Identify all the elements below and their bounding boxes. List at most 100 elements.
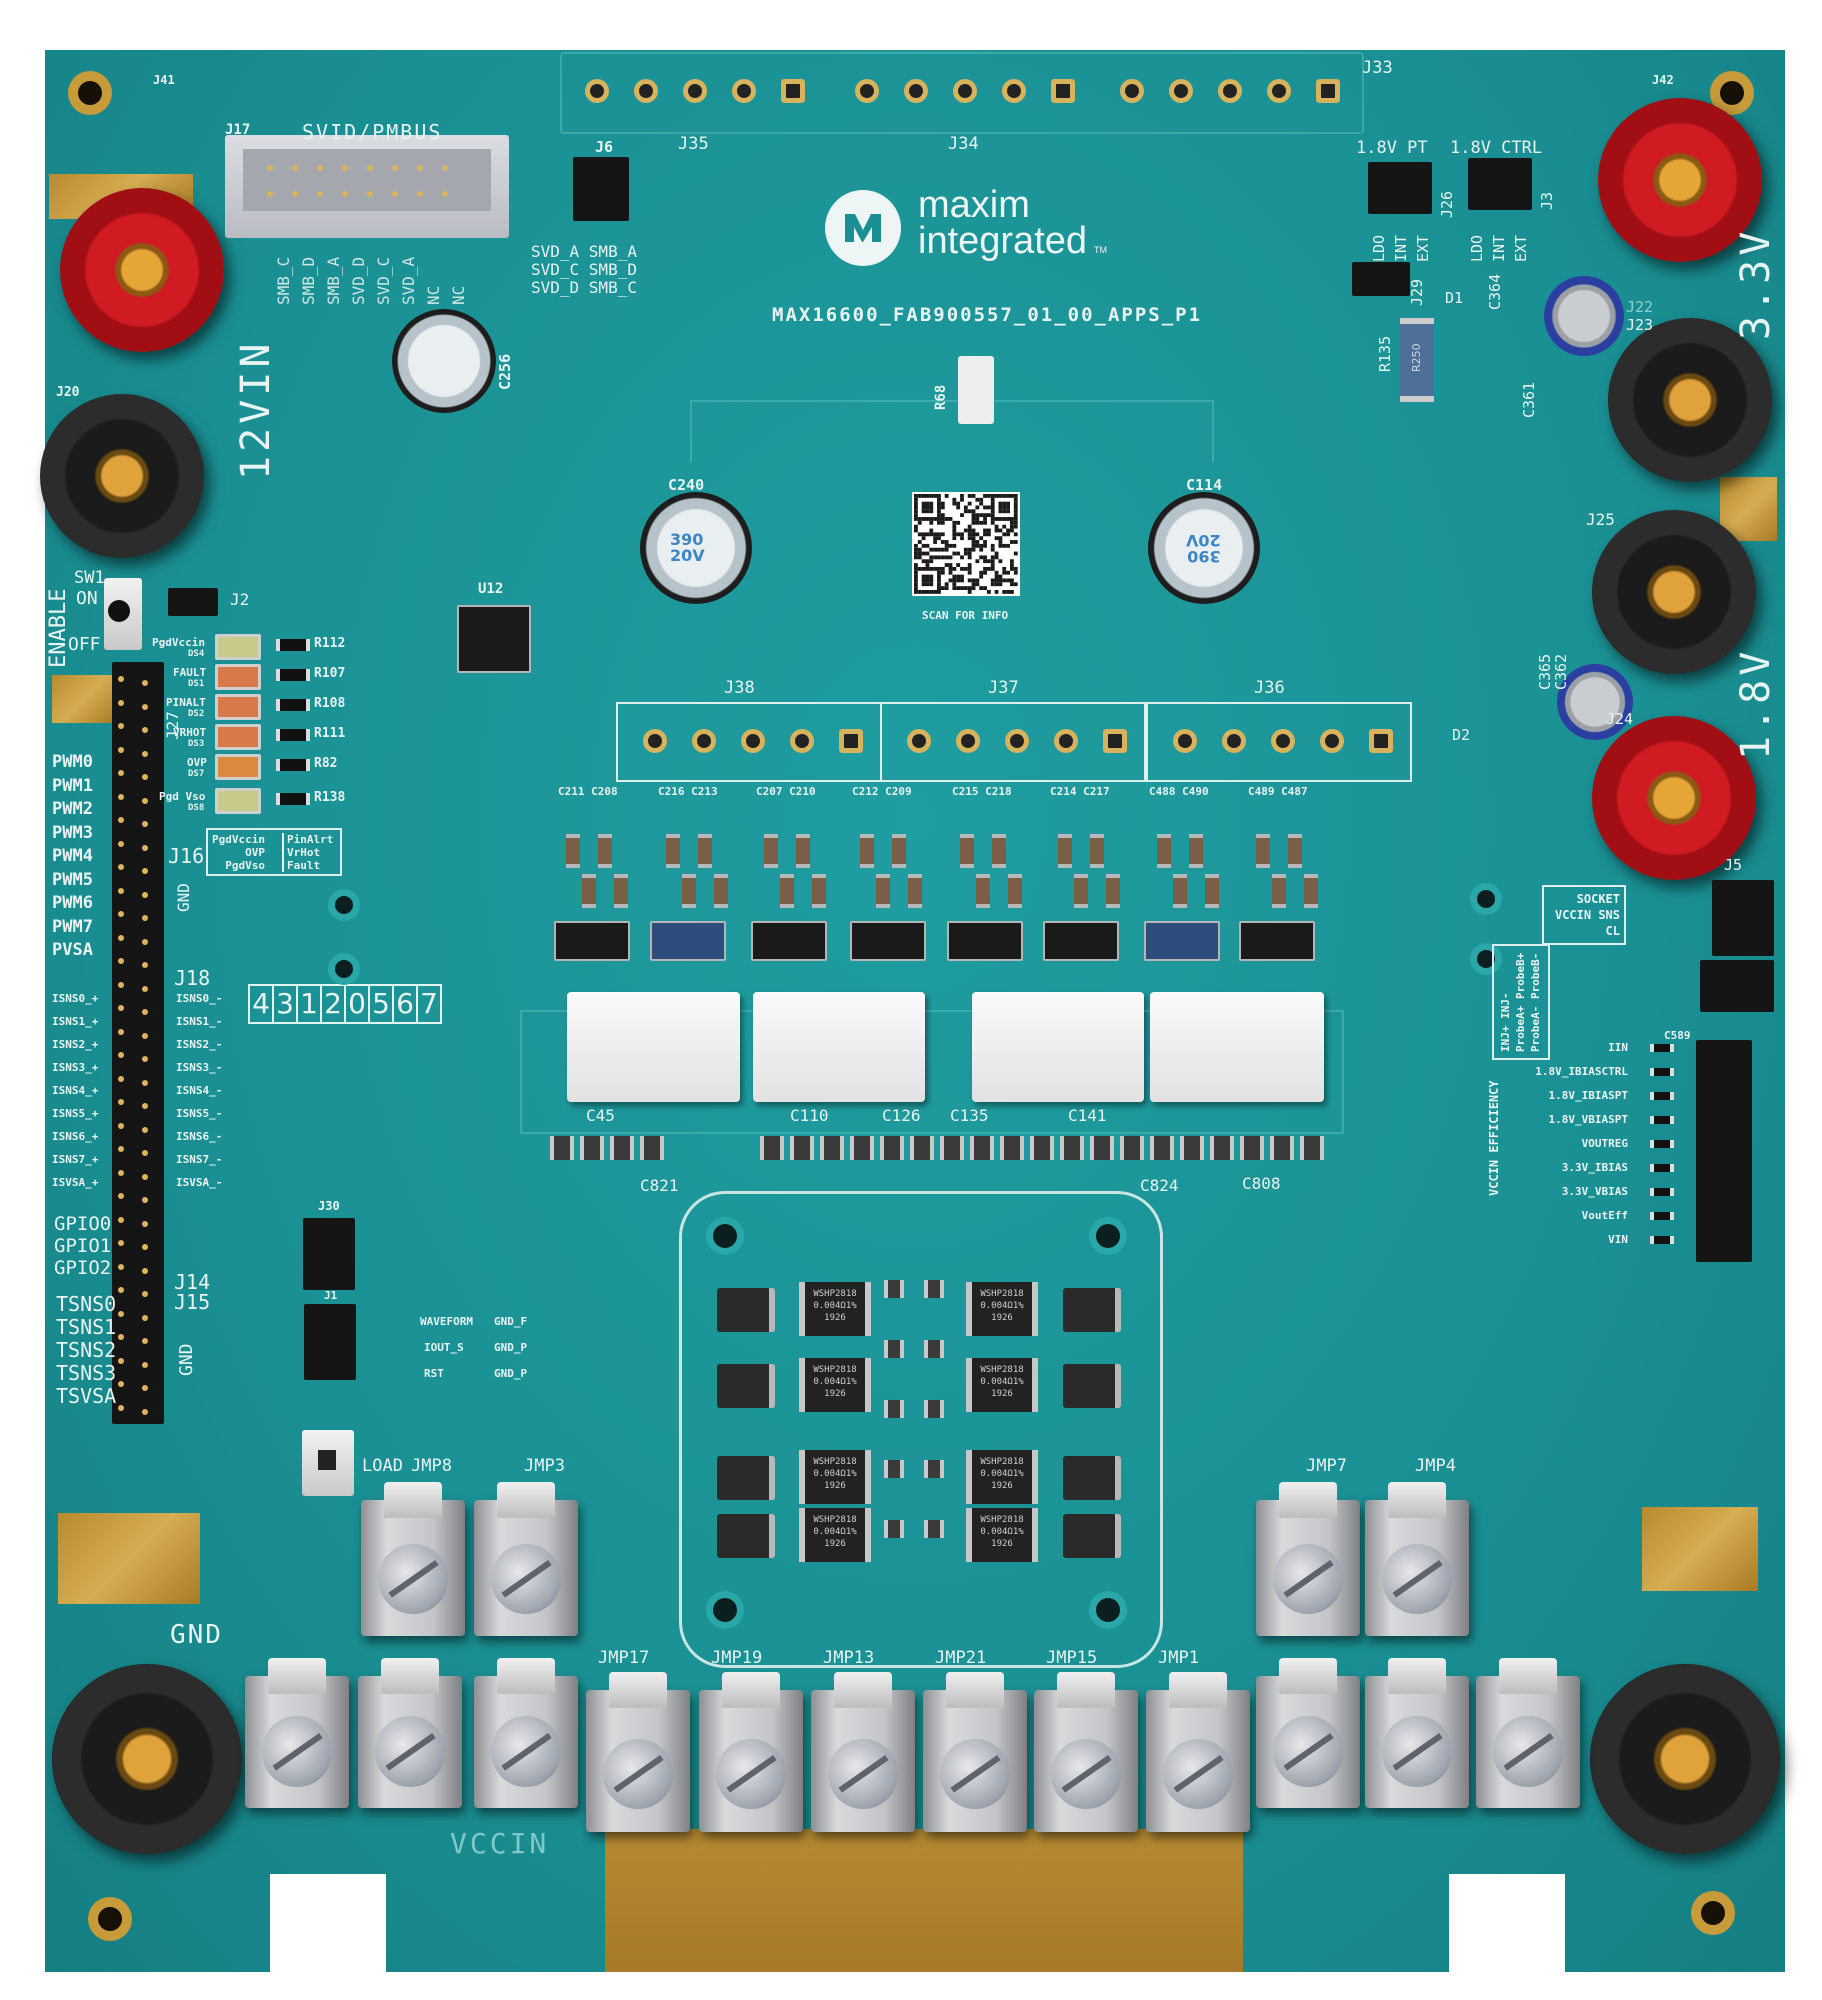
qr-module	[963, 547, 968, 552]
svid-pin	[292, 191, 298, 197]
qr-module	[967, 494, 972, 498]
header-pin	[142, 985, 148, 992]
jumper-label[interactable]: JMP4	[1415, 1456, 1456, 1476]
jumper-label[interactable]: JMP15	[1046, 1648, 1098, 1668]
sw1-label: SW1	[74, 568, 105, 588]
input-capacitor	[1189, 834, 1203, 868]
binding-post-3v3-red[interactable]	[1598, 98, 1762, 262]
terminal-block[interactable]	[358, 1658, 462, 1808]
jumper-label[interactable]: JMP13	[823, 1648, 875, 1668]
binding-post-gnd-right[interactable]	[1590, 1664, 1780, 1854]
jumper-label[interactable]: JMP21	[935, 1648, 987, 1668]
qr-module	[998, 517, 1003, 521]
screw-icon[interactable]	[1381, 1716, 1453, 1787]
shunt-marking: WSHP2818	[980, 1457, 1024, 1467]
input-capacitor	[698, 834, 712, 868]
via-hole	[1096, 1224, 1120, 1248]
jumper-label[interactable]: JMP7	[1306, 1456, 1347, 1476]
cap-group-label: C488 C490	[1149, 785, 1209, 798]
terminal-block[interactable]	[474, 1658, 578, 1808]
j3-label: J3	[1538, 191, 1556, 210]
terminal-block[interactable]	[586, 1672, 690, 1832]
binding-post-1v8-red[interactable]	[1592, 716, 1756, 880]
load-switch[interactable]	[302, 1430, 354, 1496]
j26-jumper[interactable]	[1368, 162, 1432, 214]
binding-post-3v3-black[interactable]	[1608, 318, 1772, 482]
screw-icon[interactable]	[1050, 1738, 1122, 1810]
qr-module	[929, 528, 934, 533]
j2-header[interactable]	[168, 588, 218, 616]
c364-label: C364	[1486, 273, 1504, 310]
enable-switch-sw1[interactable]	[104, 578, 142, 650]
shunt-marking: WSHP2818	[813, 1365, 857, 1375]
qr-module	[990, 513, 995, 518]
jumper-label[interactable]: JMP17	[598, 1648, 650, 1668]
screw-icon[interactable]	[715, 1738, 787, 1810]
screw-icon[interactable]	[602, 1738, 674, 1810]
screw-icon[interactable]	[1272, 1543, 1344, 1615]
screw-icon[interactable]	[377, 1543, 449, 1615]
binding-post-gnd-left[interactable]	[52, 1664, 242, 1854]
terminal-block[interactable]	[1034, 1672, 1138, 1832]
connector-pin	[648, 734, 662, 748]
led-signal-label: PgdVccin	[152, 636, 205, 649]
qr-module	[925, 494, 930, 498]
screw-icon[interactable]	[827, 1738, 899, 1810]
screw-slot	[726, 1755, 776, 1793]
screw-icon[interactable]	[1492, 1716, 1564, 1787]
terminal-block[interactable]	[1146, 1672, 1250, 1832]
connector-pin	[639, 84, 653, 98]
qr-module	[986, 559, 991, 564]
screw-icon[interactable]	[261, 1716, 333, 1787]
binding-post-12vin-red[interactable]	[60, 188, 224, 352]
j6-header[interactable]	[573, 157, 629, 221]
j12-header[interactable]	[1700, 960, 1774, 1012]
qr-module	[929, 509, 934, 514]
j3-jumper[interactable]	[1468, 158, 1532, 210]
jumper-label[interactable]: JMP19	[711, 1648, 763, 1668]
terminal-block[interactable]	[1365, 1482, 1469, 1636]
terminal-block[interactable]	[1365, 1658, 1469, 1808]
shunt-marking: 1926	[824, 1389, 846, 1399]
jumper-label[interactable]: JMP8	[411, 1456, 452, 1476]
screw-icon[interactable]	[1381, 1543, 1453, 1615]
capacitor-c362	[1557, 664, 1633, 740]
terminal-block[interactable]	[474, 1482, 578, 1636]
efficiency-header[interactable]	[1696, 1040, 1752, 1262]
gnd-p-label-2: GND_P	[494, 1367, 528, 1380]
terminal-block[interactable]	[361, 1482, 465, 1636]
qr-module	[983, 513, 987, 518]
sense-passive	[924, 1340, 944, 1358]
terminal-block[interactable]	[1256, 1482, 1360, 1636]
j1-header[interactable]	[304, 1304, 356, 1380]
binding-post-1v8-black[interactable]	[1592, 510, 1756, 674]
qr-module	[1013, 540, 1018, 544]
terminal-block[interactable]	[245, 1658, 349, 1808]
jumper-label[interactable]: JMP3	[524, 1456, 565, 1476]
j5-header[interactable]	[1712, 880, 1774, 956]
terminal-block[interactable]	[923, 1672, 1027, 1832]
screw-icon[interactable]	[374, 1716, 446, 1787]
terminal-block[interactable]	[1256, 1658, 1360, 1808]
qr-module	[948, 517, 953, 521]
qr-module	[914, 509, 918, 514]
terminal-block[interactable]	[811, 1672, 915, 1832]
qr-module	[929, 547, 934, 552]
terminal-block[interactable]	[1476, 1658, 1580, 1808]
screw-icon[interactable]	[490, 1543, 562, 1615]
binding-post-12vin-black[interactable]	[40, 394, 204, 558]
screw-icon[interactable]	[1272, 1716, 1344, 1787]
left-signal-header[interactable]	[112, 662, 164, 1424]
screw-icon[interactable]	[1162, 1738, 1234, 1810]
j30-header[interactable]	[303, 1218, 355, 1290]
screw-icon[interactable]	[490, 1716, 562, 1787]
status-led-ds3	[215, 724, 261, 750]
screw-icon[interactable]	[939, 1738, 1011, 1810]
terminal-block[interactable]	[699, 1672, 803, 1832]
jumper-label[interactable]: JMP1	[1158, 1648, 1199, 1668]
header-pin	[142, 938, 148, 945]
j29-jumper[interactable]	[1352, 262, 1410, 296]
svid-pmbus-connector[interactable]	[225, 135, 509, 238]
connector-pin	[746, 734, 760, 748]
output-capacitor	[1000, 1136, 1024, 1160]
